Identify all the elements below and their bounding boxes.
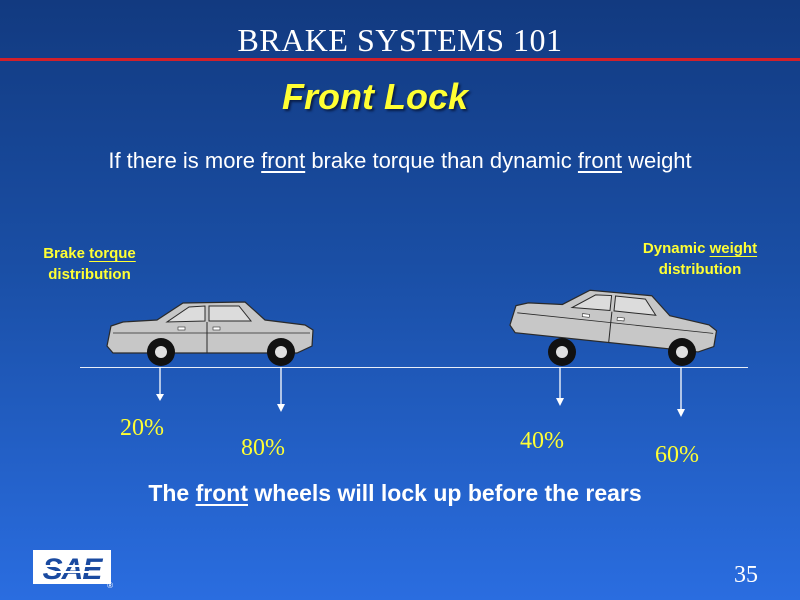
sae-logo-text: SAE xyxy=(43,553,104,586)
rear-weight-percent: 60% xyxy=(655,442,699,468)
dynamic-weight-label: Dynamic weight distribution xyxy=(620,238,780,280)
rear-weight-arrow xyxy=(677,367,685,417)
subtitle: If there is more front brake torque than… xyxy=(0,148,800,174)
ground-line xyxy=(80,367,748,368)
brake-torque-word: torque xyxy=(89,245,136,262)
brake-torque-prefix: Brake xyxy=(43,245,90,262)
subtitle-text-1: If there is more xyxy=(108,148,262,173)
front-torque-percent: 20% xyxy=(120,415,164,441)
brake-torque-label: Brake torque distribution xyxy=(22,243,157,285)
sae-logo-mark: SAE ® xyxy=(33,550,113,590)
conclusion-text-1: The xyxy=(148,480,196,506)
header-title: BRAKE SYSTEMS 101 xyxy=(237,22,563,58)
subtitle-front-2: front xyxy=(577,148,622,173)
dynamic-weight-line2: distribution xyxy=(658,261,742,278)
rear-torque-arrow xyxy=(277,367,285,412)
car-dive-illustration xyxy=(509,289,718,366)
conclusion-text: The front wheels will lock up before the… xyxy=(0,480,790,507)
header-divider xyxy=(0,58,800,61)
front-weight-percent: 40% xyxy=(520,428,564,454)
front-torque-arrow xyxy=(156,367,164,401)
sae-registered-mark: ® xyxy=(107,581,113,590)
subtitle-front-1: front xyxy=(261,148,306,173)
page-number: 35 xyxy=(734,562,758,588)
rear-torque-percent: 80% xyxy=(241,435,285,461)
subtitle-text-2: brake torque than dynamic xyxy=(305,148,578,173)
dynamic-weight-word: weight xyxy=(709,240,758,257)
subtitle-text-3: weight xyxy=(621,148,692,173)
dynamic-weight-prefix: Dynamic xyxy=(642,240,710,257)
sae-logo: SAE ® xyxy=(33,550,115,590)
car-level-illustration xyxy=(106,301,314,366)
conclusion-text-2: wheels will lock up before the rears xyxy=(247,480,642,506)
conclusion-front: front xyxy=(195,480,248,506)
slide-title: Front Lock xyxy=(282,76,468,117)
brake-torque-line2: distribution xyxy=(48,266,131,283)
front-weight-arrow xyxy=(556,367,564,406)
